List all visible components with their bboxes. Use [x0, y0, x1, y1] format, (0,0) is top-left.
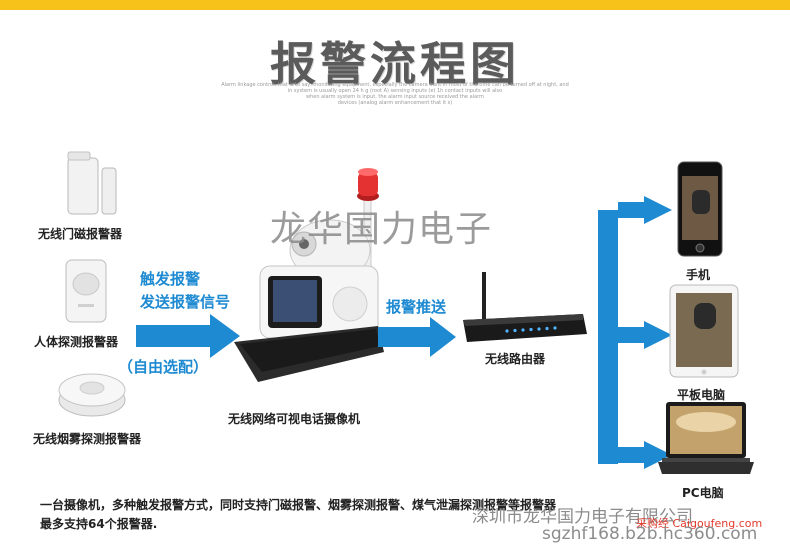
smoke-sensor-label: 无线烟雾探测报警器: [33, 432, 142, 446]
phone-label: 手机: [686, 268, 711, 282]
tablet-image: [669, 284, 739, 378]
subtitle-line: when alarm system is input, the alarm in…: [306, 94, 484, 100]
router-image: [463, 272, 587, 342]
camera-label: 无线网络可视电话摄像机: [228, 412, 361, 426]
tablet-label: 平板电脑: [677, 388, 726, 402]
pc-label: PC电脑: [682, 486, 724, 500]
company-watermark: 深圳市龙华国力电子有限公司: [472, 507, 693, 527]
page-title: 报警流程图: [270, 37, 520, 91]
arrow-to-camera: [136, 314, 240, 358]
subtitle-line: Alarm linkage control, that is to say, m…: [221, 82, 569, 88]
door-sensor-label: 无线门磁报警器: [38, 227, 123, 241]
pir-sensor-label: 人体探测报警器: [34, 335, 119, 349]
footer-line-2: 最多支持64个报警器.: [40, 517, 158, 531]
branch-arrows: [592, 196, 672, 469]
router-label: 无线路由器: [485, 352, 546, 366]
trigger-label-1: 触发报警: [140, 270, 201, 288]
laptop-image: [658, 402, 754, 474]
subtitle-line: in system is usually open 24 h g (root A…: [287, 88, 503, 94]
top-accent-bar: [0, 0, 790, 10]
optional-label: （自由选配）: [118, 358, 209, 376]
push-label: 报警推送: [386, 298, 447, 316]
camera-image: [234, 168, 384, 382]
trigger-label-2: 发送报警信号: [140, 293, 231, 311]
subtitle-line: devices (analog alarm enhancement that i…: [337, 100, 453, 106]
site-watermark-b: sgzhf168.b2b.hc360.com: [542, 524, 758, 544]
watermark: 龙华国力电子: [270, 209, 493, 250]
site-watermark-a: 采购经 Caigoufeng.com: [636, 517, 763, 530]
pir-sensor-image: [65, 259, 107, 323]
arrow-to-router: [378, 317, 456, 357]
phone-image: [677, 161, 723, 257]
smoke-sensor-image: [58, 373, 126, 417]
door-sensor-image: [67, 151, 117, 215]
footer-line-1: 一台摄像机，多种触发报警方式，同时支持门磁报警、烟雾探测报警、煤气泄漏探测报警等…: [40, 498, 557, 512]
